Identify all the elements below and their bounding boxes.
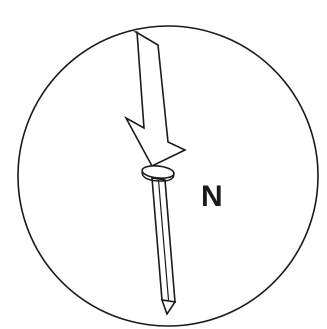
pole-label: N (201, 180, 223, 213)
